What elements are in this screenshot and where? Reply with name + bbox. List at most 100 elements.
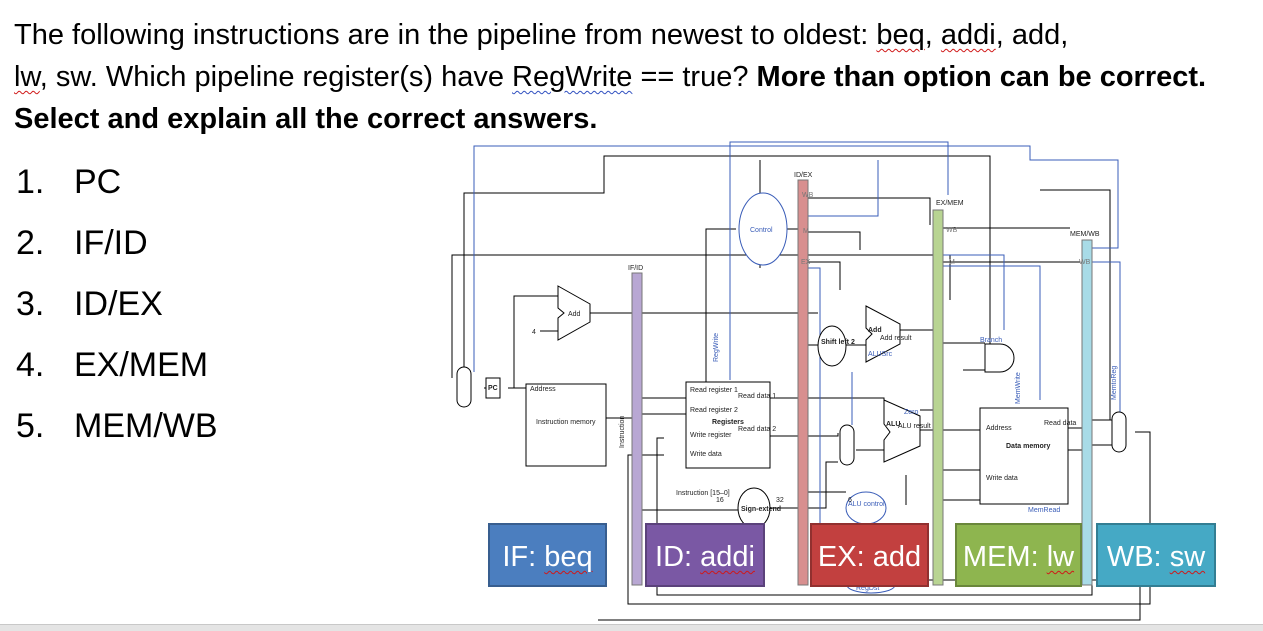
registers-label: Registers [712, 419, 744, 426]
thirty-two-label: 32 [776, 497, 784, 504]
if-id-register [631, 272, 643, 586]
alu-src-mux [839, 424, 855, 466]
option-label: PC [74, 163, 122, 201]
add-result-label: Add result [880, 335, 912, 342]
pc-mux [456, 366, 472, 408]
stage-wb: WB: sw [1096, 523, 1216, 587]
stage-id: ID: addi [645, 523, 765, 587]
answer-option[interactable]: 4. EX/MEM [16, 343, 218, 404]
id-ex-ex-label: EX [801, 259, 811, 266]
data-memory-box [979, 407, 1069, 505]
ex-mem-register [932, 209, 944, 586]
id-ex-register [797, 179, 809, 586]
pc-adder [557, 285, 591, 341]
id-ex-wb-label: WB [802, 192, 814, 199]
question-part-3: == true? [632, 61, 757, 93]
alu-control-label: ALU control [848, 501, 885, 508]
question-bold-instruction: More than option can be correct. Select … [14, 61, 1207, 135]
four-label: 4 [532, 329, 536, 336]
instruction-15-0-label: Instruction [15–0] [676, 490, 730, 497]
option-number: 3. [16, 285, 45, 323]
pc-label: PC [488, 385, 498, 392]
memtoreg-label: MemtoReg [1111, 366, 1118, 400]
read-register-2-label: Read register 2 [690, 407, 738, 414]
shift-left-label: Shift left 2 [821, 339, 855, 346]
read-data-1-label: Read data 1 [738, 393, 776, 400]
instruction-label: Instruction [619, 416, 626, 448]
alu-control-unit [845, 491, 887, 525]
regwrite-control-wire [473, 145, 1119, 372]
shift-left-unit [817, 325, 847, 367]
mem-wb-label: MEM/WB [1070, 231, 1100, 238]
option-number: 2. [16, 224, 45, 262]
memread-label: MemRead [1028, 507, 1060, 514]
answer-option[interactable]: 1. PC [16, 160, 218, 221]
stage-mem: MEM: lw [955, 523, 1082, 587]
memtoreg-mux [1111, 411, 1127, 453]
zero-label: Zero [904, 409, 919, 416]
answer-option[interactable]: 5.MEM/WB [16, 404, 218, 465]
read-data-2-label: Read data 2 [738, 426, 776, 433]
id-ex-m-label: M [803, 228, 809, 235]
pc-box [485, 377, 501, 399]
bottom-scrollbar [0, 624, 1263, 631]
question-addi: addi [940, 19, 996, 51]
option-number: 4. [16, 346, 45, 384]
write-data-label: Write data [690, 451, 722, 458]
data-memory-label: Data memory [1006, 443, 1050, 450]
alu-label: ALU [886, 421, 900, 428]
stage-wb-instr: sw [1169, 541, 1206, 573]
dmem-write-data-label: Write data [986, 475, 1018, 482]
question-text: The following instructions are in the pi… [14, 14, 1249, 140]
mem-wb-wb-label: WB [1079, 259, 1091, 266]
read-register-1-label: Read register 1 [690, 387, 738, 394]
question-comma-2: , add, [995, 19, 1069, 51]
answer-option[interactable]: 3. ID/EX [16, 282, 218, 343]
pc-increment-wire [451, 254, 951, 378]
instruction-memory-box [525, 383, 607, 467]
answer-option[interactable]: 2. IF/ID [16, 221, 218, 282]
sign-extend-label: Sign-extend [741, 506, 781, 513]
six-label: 6 [848, 497, 852, 504]
dmem-address-label: Address [986, 425, 1012, 432]
read-data-label: Read data [1044, 420, 1076, 427]
regdst-label: RegDst [856, 585, 879, 592]
branch-and-gate [984, 343, 1015, 373]
stage-id-instr: addi [700, 541, 755, 573]
pc-adder-label: Add [568, 311, 581, 318]
memwrite-label: MemWrite [1015, 372, 1022, 404]
alu-result-label: ALU result [898, 423, 931, 430]
regwrite-label: RegWrite [713, 333, 720, 362]
question-beq: beq [876, 19, 925, 51]
imem-address-label: Address [530, 386, 556, 393]
question-comma-1: , [924, 19, 941, 51]
registers-box [685, 381, 771, 469]
option-label: ID/EX [74, 285, 163, 323]
stage-if-instr: beq [544, 541, 593, 573]
mem-wb-register [1081, 239, 1093, 586]
option-number: 1. [16, 163, 45, 201]
option-label: MEM/WB [74, 407, 218, 445]
control-unit [738, 192, 788, 266]
stage-if: IF: beq [488, 523, 607, 587]
option-label: EX/MEM [74, 346, 209, 384]
branch-adder-label: Add [868, 327, 882, 334]
control-label: Control [750, 227, 773, 234]
ex-mem-m-label: M [949, 259, 955, 266]
branch-label: Branch [980, 337, 1002, 344]
alusrc-label: ALUSrc [868, 351, 893, 358]
question-regwrite: RegWrite [512, 61, 633, 93]
option-label: IF/ID [74, 224, 148, 262]
stage-ex: EX: add [810, 523, 929, 587]
sixteen-label: 16 [716, 497, 724, 504]
question-lw: lw [14, 61, 40, 93]
stage-mem-instr: lw [1046, 541, 1075, 573]
answer-options: 1. PC 2. IF/ID 3. ID/EX 4. EX/MEM 5.MEM/WB [16, 160, 218, 465]
id-ex-label: ID/EX [794, 172, 813, 179]
branch-adder [865, 305, 901, 363]
alu [883, 399, 921, 463]
question-part-1: The following instructions are in the pi… [14, 19, 877, 51]
stage-ex-instr: add [872, 541, 922, 573]
instruction-memory-label: Instruction memory [536, 419, 596, 426]
